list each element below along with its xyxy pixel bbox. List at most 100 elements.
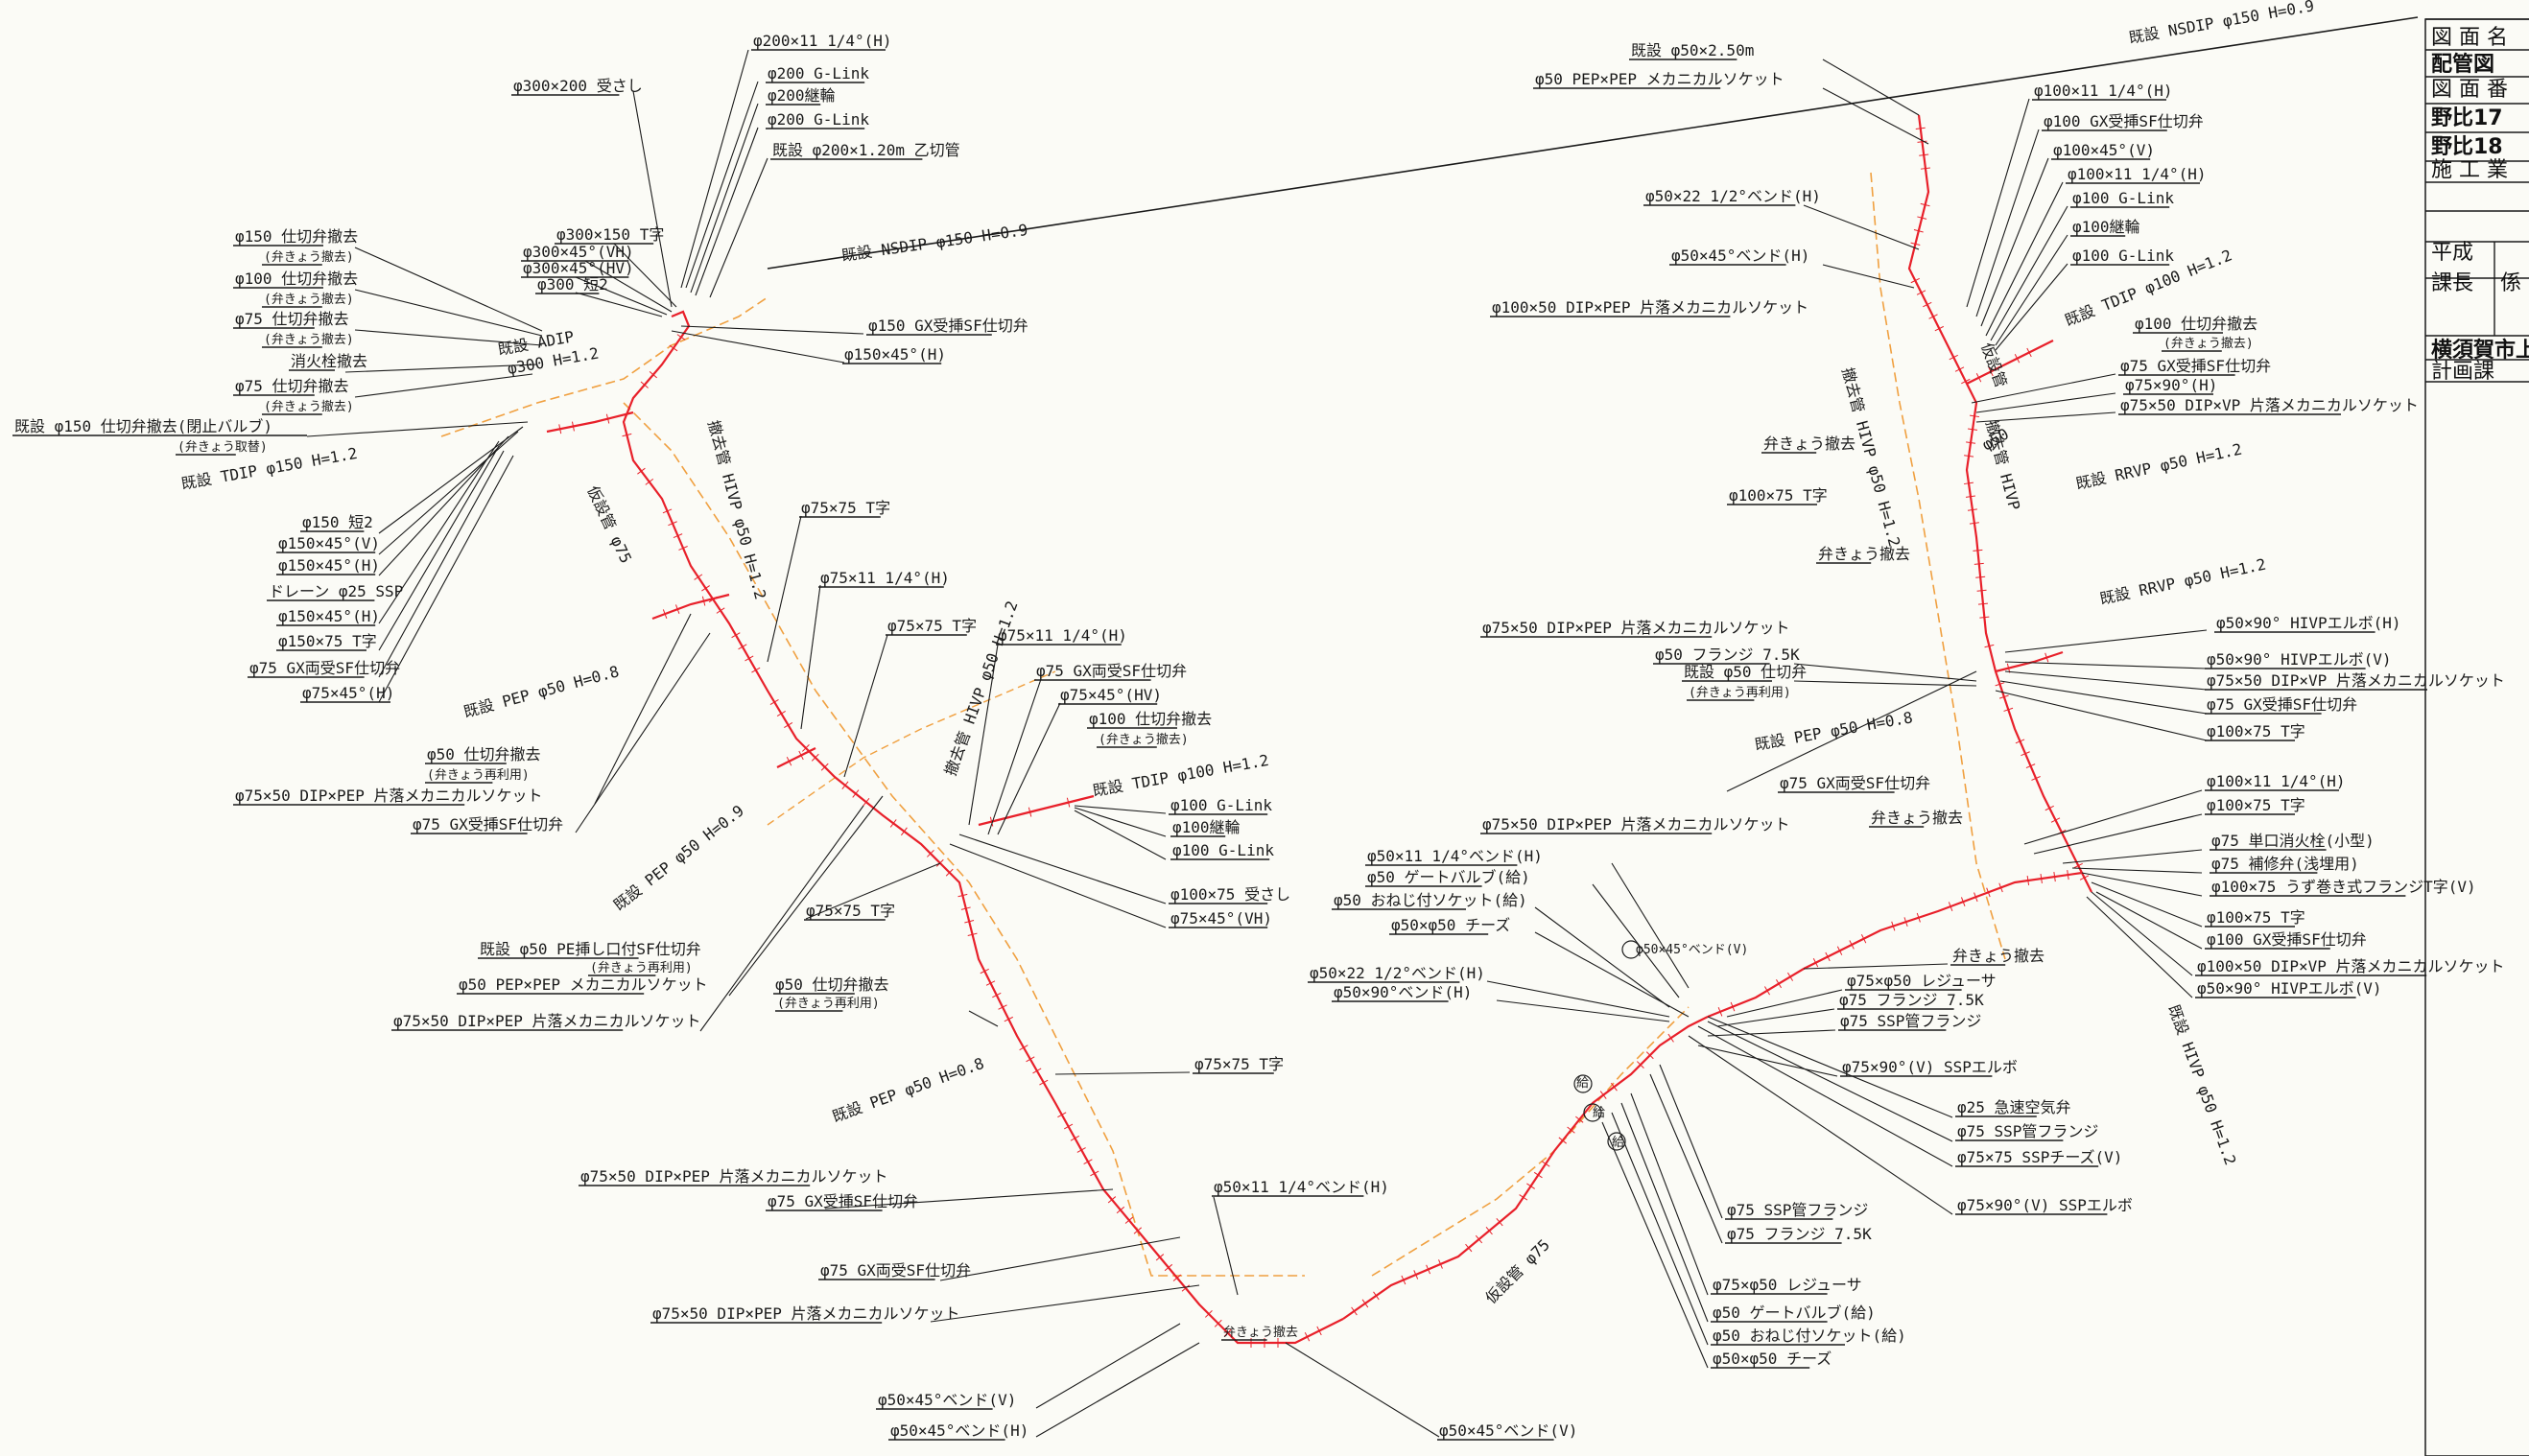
pipe-hatch — [738, 644, 747, 650]
pipe-hatch — [1164, 1263, 1173, 1272]
pipe-label: φ75 補修弁(浅埋用) — [2211, 855, 2359, 873]
pipe-hatch — [1541, 1161, 1550, 1167]
leader-line — [2062, 849, 2203, 864]
leader-line — [699, 805, 864, 1032]
pipe-label: φ75 仕切弁撤去 — [235, 377, 349, 395]
pipe-label: φ75×75 SSPチーズ(V) — [1957, 1148, 2122, 1166]
pipe-label: φ75×90°(V) SSPエルボ — [1957, 1196, 2133, 1214]
pipe-hatch — [1975, 373, 1982, 383]
leader-line — [690, 103, 759, 294]
pipe-hatch — [1645, 1051, 1654, 1060]
pipe-hatch — [1066, 797, 1071, 808]
pipe-label: φ75 GX両受SF仕切弁 — [249, 659, 400, 677]
leader-line — [1822, 59, 1920, 116]
pipe-hatch — [1373, 1291, 1380, 1301]
leader-line — [685, 81, 759, 289]
pipe-hatch — [1964, 455, 1974, 458]
leader-line — [1285, 1342, 1440, 1438]
pipe-hatch — [1969, 414, 1980, 418]
pipe-hatch — [901, 827, 908, 836]
pipe-label: φ50 おねじ付ソケット(給) — [1334, 891, 1527, 909]
pipe-hatch — [945, 868, 954, 877]
pipe-hatch — [716, 607, 725, 614]
pipe-label: 既設 PEP φ50 H=0.8 — [1753, 708, 1914, 754]
pipe-label: (弁きょう再利用) — [777, 997, 880, 1011]
pipe-hatch — [1401, 1275, 1406, 1285]
pipe-label: φ100×11 1/4°(H) — [2068, 165, 2207, 183]
pipe-label: 給 — [1593, 1106, 1605, 1120]
leader-line — [354, 289, 543, 337]
leader-line — [1716, 1008, 1835, 1027]
leader-line — [958, 834, 1167, 904]
pipe-hatch — [2073, 862, 2083, 869]
leader-line — [1035, 1342, 1200, 1438]
leader-line — [1620, 1102, 1709, 1323]
pipe-hatch — [1764, 986, 1771, 996]
pipe-label: φ150 短2 — [302, 513, 373, 531]
pipe-hatch — [571, 421, 575, 432]
removed-pipe-main — [623, 402, 1305, 1277]
removed-pipe-right-low — [1371, 1006, 1690, 1277]
pipe-label: φ100 仕切弁撤去 — [1089, 710, 1212, 728]
pipe-hatch — [669, 344, 678, 352]
pipe-hatch — [1812, 958, 1819, 968]
leader-line — [671, 330, 845, 364]
pipe-label: φ75 GX両受SF仕切弁 — [1036, 662, 1187, 680]
leader-line — [1213, 1196, 1239, 1296]
pipe-hatch — [640, 381, 649, 388]
pipe-label: 既設 φ50×2.50m — [1631, 41, 1754, 59]
pipe-hatch — [1917, 216, 1927, 220]
pipe-label: φ150×45°(H) — [278, 607, 380, 625]
pipe-hatch — [1860, 933, 1867, 944]
pipe-hatch — [1974, 892, 1978, 903]
leader-line — [930, 1284, 1200, 1323]
pipe-hatch — [1181, 1284, 1191, 1292]
new-pipe-lower-right — [1342, 1016, 1709, 1320]
pipe-hatch — [1465, 1243, 1473, 1253]
pipe-hatch — [1776, 979, 1783, 989]
leader-line — [1995, 690, 2208, 741]
leader-line — [968, 1010, 999, 1027]
leader-line — [843, 634, 888, 778]
pipe-label: φ50 ゲートバルブ(給) — [1713, 1303, 1876, 1322]
pipe-hatch — [1063, 1123, 1074, 1130]
pipe-label: φ50 フランジ 7.5K — [1655, 646, 1800, 664]
pipe-hatch — [1969, 522, 1979, 525]
pipe-label: φ25 急速空気弁 — [1957, 1098, 2071, 1116]
pipe-hatch — [2015, 739, 2025, 744]
hydrant-marker — [1607, 1132, 1626, 1151]
leader-line — [728, 795, 884, 997]
pipe-hatch — [1903, 917, 1908, 928]
pipe-label: φ100×75 T字 — [2207, 908, 2305, 927]
pipe-label: φ100×45°(V) — [2053, 141, 2155, 159]
pipe-label: φ50×45°ベンド(V) — [1636, 943, 1748, 957]
leader-line — [378, 440, 500, 624]
pipe-label: 既設 NSDIP φ150 H=0.9 — [840, 221, 1029, 265]
pipe-label: 消火栓撤去 — [291, 352, 367, 370]
leader-line — [1534, 906, 1670, 1008]
pipe-hatch — [1214, 1319, 1222, 1327]
pipe-hatch — [1413, 1270, 1419, 1280]
pipe-hatch — [1984, 644, 1995, 648]
pipe-label: φ100×75 T字 — [1729, 486, 1828, 505]
pipe-hatch — [1961, 378, 1971, 385]
leader-line — [1803, 963, 1949, 970]
pipe-hatch — [776, 711, 786, 717]
hydrant-marker — [1621, 940, 1641, 959]
leader-line — [2086, 896, 2193, 998]
pipe-hatch — [1304, 1332, 1311, 1342]
pipe-label: (弁きょう撤去) — [264, 249, 354, 265]
pipe-label: φ75 GX受挿SF仕切弁 — [768, 1192, 918, 1210]
pipe-label: φ150 GX受挿SF仕切弁 — [868, 317, 1028, 335]
pipe-label: φ50×45°ベンド(V) — [878, 1391, 1016, 1409]
pipe-hatch — [1107, 1196, 1117, 1204]
title-block-row7: 平成 — [2431, 241, 2473, 265]
pipe-hatch — [985, 980, 996, 986]
pipe-hatch — [1967, 508, 1977, 511]
pipe-hatch — [1923, 301, 1932, 308]
pipe-label: ドレーン φ25 SSP — [269, 582, 403, 600]
pipe-hatch — [2079, 875, 2090, 881]
leader-line — [695, 127, 759, 296]
pipe-label: φ75×45°(VH) — [1170, 909, 1272, 928]
pipe-hatch — [1986, 887, 1991, 898]
